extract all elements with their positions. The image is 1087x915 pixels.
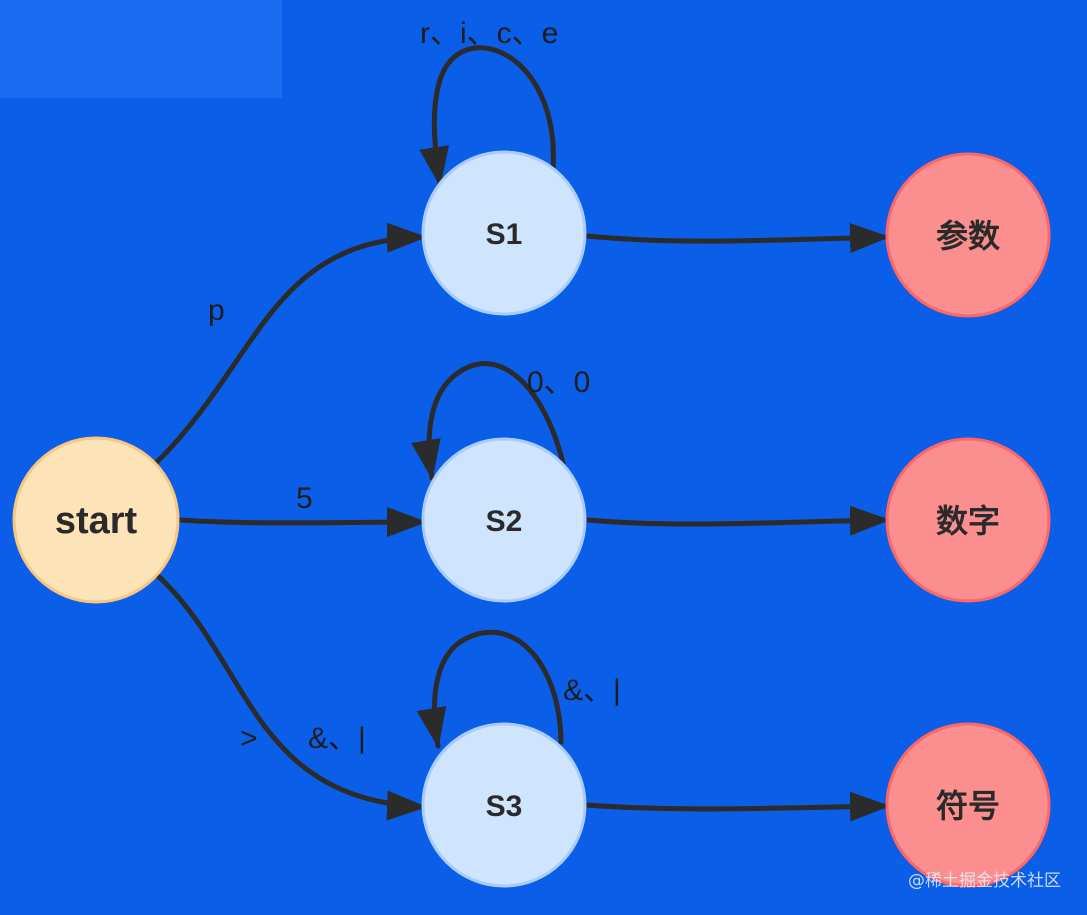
edge-label-gt: > [240,722,258,755]
node-start: start [12,436,180,604]
node-s2-label: S2 [486,505,523,538]
edge-label-s3-loop: &、| [563,674,621,707]
edge-s3-symbol [584,791,891,822]
edge-start-s1 [154,222,428,465]
node-s3: S3 [421,722,587,888]
node-number-label: 数字 [936,503,1000,539]
loop-s2 [411,361,566,481]
edge-label-amp-start: &、| [308,722,366,755]
edge-label-5: 5 [296,482,313,515]
edge-label-p: p [208,294,225,327]
node-s1: S1 [421,150,587,316]
node-start-label: start [55,500,138,542]
node-s2: S2 [421,437,587,603]
corner-panel [0,0,282,98]
node-symbol-label: 符号 [936,788,1000,824]
edge-start-s2 [177,507,428,538]
edge-label-s1-loop: r、i、c、e [420,17,558,50]
loop-s1 [419,45,556,188]
edge-s2-number [584,505,891,536]
watermark-credit: @稀土掘金技术社区 [908,871,1061,891]
node-param-label: 参数 [936,218,1001,254]
edge-label-s2-loop: 0、0 [527,366,590,399]
node-s3-label: S3 [486,790,523,823]
edge-s1-param [584,222,891,253]
node-symbol: 符号 [885,722,1051,888]
loop-s3 [416,629,564,749]
edge-start-s3 [154,572,428,821]
node-param: 参数 [885,152,1051,318]
node-number: 数字 [885,437,1051,603]
node-s1-label: S1 [486,218,523,251]
